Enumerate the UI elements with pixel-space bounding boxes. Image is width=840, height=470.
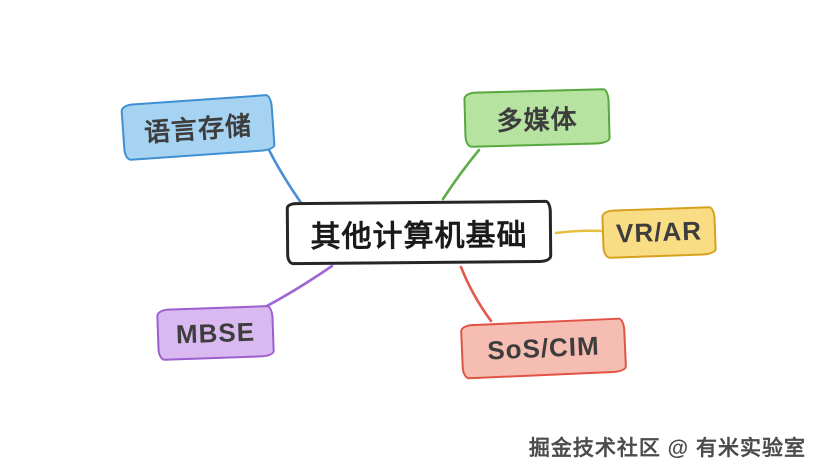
node-sos-cim-label: SoS/CIM <box>486 330 601 366</box>
node-vr-ar-label: VR/AR <box>615 215 703 249</box>
node-mbse-label: MBSE <box>175 316 256 349</box>
node-sos-cim: SoS/CIM <box>459 317 628 380</box>
node-multimedia-label: 多媒体 <box>496 103 578 136</box>
connector-vr-ar-line <box>554 229 604 235</box>
connector-mbse-line <box>263 264 334 309</box>
node-center: 其他计算机基础 <box>285 199 553 266</box>
node-center-label: 其他计算机基础 <box>310 218 528 254</box>
connector-multimedia-line <box>441 148 481 201</box>
watermark-text: 掘金技术社区 @ 有米实验室 <box>528 437 806 460</box>
node-language-storage: 语言存储 <box>120 93 276 162</box>
node-multimedia: 多媒体 <box>463 88 611 148</box>
node-language-storage-label: 语言存储 <box>143 110 254 148</box>
connector-sos-cim-line <box>459 265 493 323</box>
node-vr-ar: VR/AR <box>601 206 717 259</box>
connector-language-storage-line <box>266 146 306 209</box>
node-mbse: MBSE <box>156 304 275 362</box>
